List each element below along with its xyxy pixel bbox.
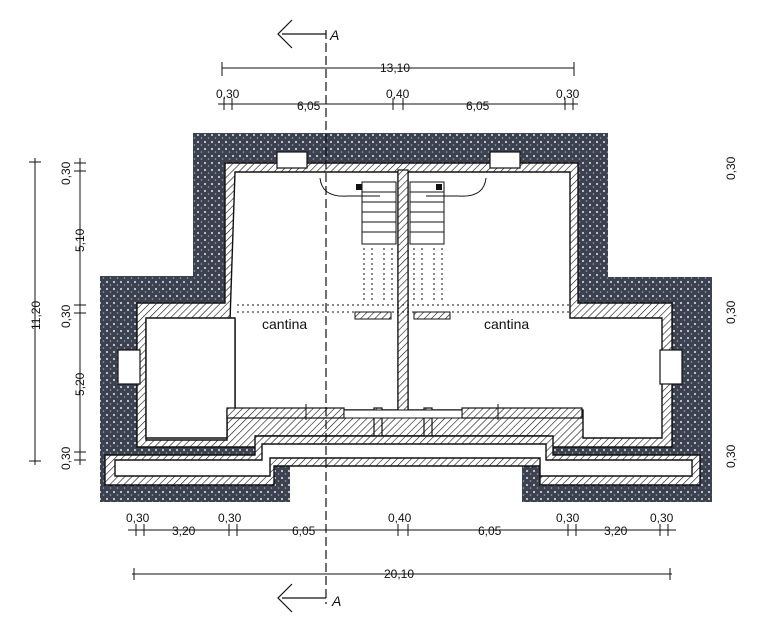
- room-label-left: cantina: [262, 316, 307, 332]
- front-wall-center: [343, 409, 463, 419]
- svg-text:0,30: 0,30: [218, 511, 242, 525]
- dim-top-chain: 0,30 6,05 0,40 6,05 0,30: [216, 87, 580, 113]
- svg-text:3,20: 3,20: [604, 524, 628, 538]
- staircase-left: [319, 177, 397, 245]
- stair-dotted-lines: [237, 248, 570, 313]
- beam-left: [354, 311, 392, 320]
- svg-text:6,05: 6,05: [292, 524, 316, 538]
- svg-text:0,40: 0,40: [386, 87, 410, 101]
- room-label-right: cantina: [484, 316, 529, 332]
- svg-text:13,10: 13,10: [380, 61, 410, 75]
- svg-text:0,30: 0,30: [59, 304, 73, 328]
- window-top-left: [276, 151, 308, 169]
- svg-text:0,40: 0,40: [388, 511, 412, 525]
- dim-bottom-chain: 0,30 3,20 0,30 6,05 0,40 6,05 0,30 3,20 …: [126, 511, 676, 538]
- window-right: [659, 349, 683, 385]
- svg-text:11,20: 11,20: [29, 301, 43, 330]
- svg-text:0,30: 0,30: [59, 161, 73, 185]
- svg-text:0,30: 0,30: [724, 156, 738, 180]
- svg-text:6,05: 6,05: [466, 99, 490, 113]
- room-left-floor-lower: [145, 317, 236, 439]
- svg-text:0,30: 0,30: [59, 446, 73, 470]
- section-arrow-top: A: [277, 19, 339, 49]
- svg-text:3,20: 3,20: [172, 524, 196, 538]
- svg-text:6,05: 6,05: [297, 99, 321, 113]
- dim-right-chain: 0,30 0,30 0,30: [724, 156, 738, 468]
- lower-corridor: [114, 443, 693, 477]
- dim-top-total: 13,10: [221, 61, 575, 76]
- svg-text:0,30: 0,30: [724, 444, 738, 468]
- svg-text:0,30: 0,30: [724, 300, 738, 324]
- staircase-right: [409, 177, 487, 245]
- svg-text:0,30: 0,30: [216, 87, 240, 101]
- section-label-top: A: [329, 27, 339, 43]
- svg-text:20,10: 20,10: [384, 567, 414, 581]
- window-top-right: [489, 151, 521, 169]
- section-label-bottom: A: [331, 593, 341, 609]
- section-arrow-bottom: A: [277, 583, 341, 613]
- svg-text:6,05: 6,05: [478, 524, 502, 538]
- svg-text:5,10: 5,10: [73, 228, 87, 252]
- dim-bottom-total: 20,10: [132, 567, 672, 581]
- window-left: [117, 349, 141, 385]
- beam-right: [413, 311, 451, 320]
- svg-text:0,30: 0,30: [650, 511, 674, 525]
- front-wall-right: [461, 407, 583, 419]
- dim-left-total: 11,20: [29, 158, 43, 465]
- svg-text:0,30: 0,30: [126, 511, 150, 525]
- svg-text:0,30: 0,30: [556, 511, 580, 525]
- central-wall: [397, 169, 409, 413]
- dim-left-chain: 0,30 5,10 0,30 5,20 0,30: [59, 158, 87, 470]
- svg-text:5,20: 5,20: [73, 372, 87, 396]
- svg-text:0,30: 0,30: [556, 87, 580, 101]
